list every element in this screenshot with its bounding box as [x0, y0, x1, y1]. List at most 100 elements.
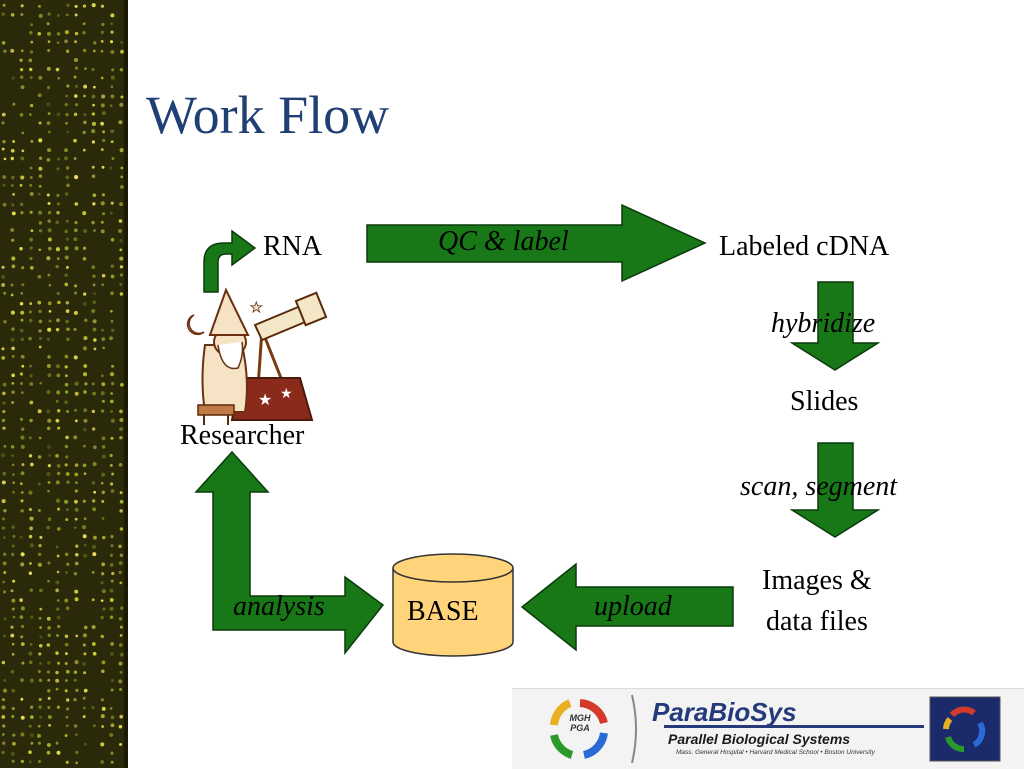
microarray-dot — [56, 705, 60, 709]
microarray-dot — [110, 381, 115, 386]
microarray-dot — [64, 148, 68, 153]
scan-segment-arrow — [789, 442, 881, 538]
microarray-dot — [91, 570, 95, 574]
microarray-dot — [11, 688, 16, 693]
microarray-dot — [56, 211, 60, 215]
microarray-dot — [83, 652, 87, 656]
microarray-dot — [20, 13, 24, 17]
microarray-dot — [91, 598, 95, 602]
microarray-dot — [65, 309, 70, 313]
microarray-dot — [119, 634, 123, 637]
page-title: Work Flow — [146, 85, 390, 145]
microarray-dot — [64, 444, 69, 449]
microarray-dot — [2, 382, 7, 387]
microarray-dot — [10, 184, 14, 187]
qc-label-text: QC & label — [438, 226, 569, 257]
microarray-dot — [101, 111, 106, 116]
mgh-pga-logo-icon — [550, 699, 608, 759]
microarray-dot — [55, 580, 60, 585]
microarray-dot — [47, 228, 52, 233]
microarray-dot — [64, 374, 68, 378]
microarray-dot — [101, 490, 106, 495]
microarray-dot — [74, 220, 78, 225]
microarray-dot — [11, 175, 15, 180]
microarray-dot — [109, 104, 113, 108]
microarray-dot — [64, 661, 68, 665]
microarray-dot — [84, 67, 87, 70]
microarray-dot — [102, 130, 106, 134]
microarray-dot — [39, 635, 43, 639]
microarray-dot — [12, 741, 16, 746]
microarray-dot — [83, 229, 87, 233]
microarray-dot — [101, 669, 105, 673]
microarray-dot — [83, 408, 88, 413]
microarray-dot — [19, 247, 23, 251]
microarray-dot — [109, 453, 113, 458]
microarray-dot — [29, 516, 34, 521]
microarray-dot — [102, 346, 105, 350]
microarray-dot — [28, 336, 32, 341]
microarray-dot — [46, 426, 51, 431]
microarray-dot — [1, 698, 5, 702]
microarray-dot — [110, 760, 114, 764]
microarray-dot — [109, 166, 113, 170]
microarray-dot — [101, 562, 106, 567]
microarray-dot — [57, 408, 61, 413]
microarray-dot — [12, 473, 15, 476]
microarray-dot — [19, 372, 24, 376]
microarray-dot — [110, 264, 115, 268]
microarray-dot — [100, 220, 104, 224]
microarray-dot — [65, 698, 70, 702]
microarray-dot — [19, 113, 24, 117]
microarray-dot — [2, 426, 6, 430]
microarray-dot — [30, 40, 34, 44]
microarray-dot — [65, 265, 69, 269]
microarray-dot — [10, 283, 14, 287]
microarray-dot — [83, 292, 87, 296]
microarray-dot — [11, 354, 15, 358]
microarray-dot — [38, 309, 42, 314]
microarray-dot — [92, 535, 97, 540]
microarray-dot — [119, 292, 124, 296]
microarray-dot — [20, 715, 25, 720]
wizard-telescope-icon: ★ ★ ★ — [186, 287, 328, 425]
microarray-dot — [92, 193, 97, 198]
microarray-dot — [39, 626, 42, 629]
microarray-dot — [1, 41, 6, 45]
microarray-dot — [74, 4, 78, 8]
microarray-dot — [46, 750, 51, 755]
microarray-dot — [20, 635, 24, 639]
microarray-dot — [3, 157, 7, 161]
microarray-dot — [65, 669, 70, 674]
microarray-dot — [118, 219, 123, 223]
microarray-dot — [46, 390, 51, 395]
microarray-dot — [93, 292, 96, 295]
microarray-dot — [20, 678, 24, 682]
microarray-dot — [82, 463, 87, 468]
microarray-dot — [65, 435, 69, 440]
sidebar-edge — [124, 0, 128, 768]
microarray-dot — [37, 482, 41, 486]
microarray-dot — [110, 13, 115, 18]
microarray-dot — [56, 318, 60, 323]
microarray-dot — [28, 571, 33, 575]
microarray-dot — [57, 624, 61, 629]
microarray-dot — [57, 300, 61, 305]
microarray-dot — [47, 481, 51, 484]
microarray-dot — [39, 381, 43, 385]
banner-underline — [664, 725, 924, 728]
banner-subtitle: Parallel Biological Systems — [668, 731, 851, 747]
microarray-dot — [1, 517, 5, 521]
microarray-dot — [91, 174, 96, 179]
microarray-dot — [119, 499, 124, 504]
microarray-dot — [93, 338, 97, 342]
microarray-dot — [12, 481, 16, 484]
microarray-dot — [101, 165, 105, 169]
microarray-dot — [47, 327, 52, 332]
microarray-dot — [75, 634, 79, 638]
microarray-dot — [101, 436, 106, 441]
microarray-dot — [110, 723, 115, 728]
microarray-dot — [74, 561, 79, 566]
microarray-dot — [110, 642, 114, 646]
microarray-dot — [56, 615, 61, 620]
